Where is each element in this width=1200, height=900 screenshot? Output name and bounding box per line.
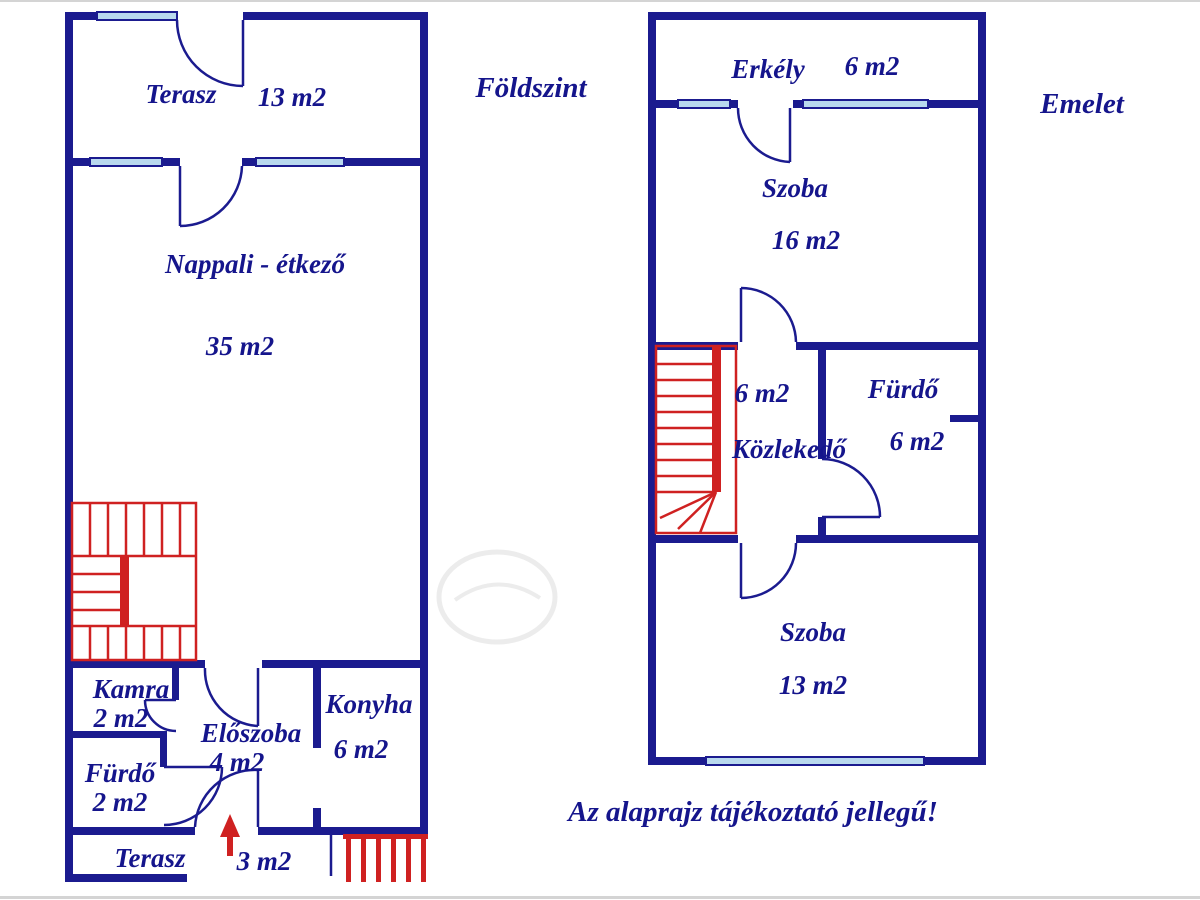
wall	[796, 535, 986, 543]
door-arc	[193, 768, 259, 828]
wall	[313, 660, 321, 748]
room-area-konyha: 6 m2	[334, 734, 389, 764]
wall	[796, 342, 986, 350]
room-label-nappali: Nappali - étkező	[164, 249, 346, 279]
window	[677, 99, 731, 109]
wall	[793, 100, 803, 108]
doors	[736, 107, 882, 600]
upper-floor-title: Emelet	[1039, 88, 1125, 120]
room-area-eloszoba: 4 m2	[209, 747, 265, 777]
entrance-arrow	[220, 814, 240, 856]
room-area-terasz-top: 13 m2	[258, 82, 326, 112]
door-arc	[179, 165, 244, 228]
room-label-szoba-16: Szoba	[762, 173, 828, 203]
window	[802, 99, 929, 109]
watermark	[436, 549, 558, 645]
wall	[65, 874, 187, 882]
wall	[818, 342, 826, 459]
upper-floor-plan: Erkély 6 m2 Szoba 16 m2 6 m2 Közlekedő F…	[648, 12, 986, 766]
stairs	[70, 501, 198, 662]
room-area-kozlekedo: 6 m2	[735, 378, 790, 408]
room-area-furdo-gf: 2 m2	[92, 787, 148, 817]
windows	[89, 11, 345, 167]
room-area-szoba-13: 13 m2	[779, 670, 847, 700]
room-label-kozlekedo: Közlekedő	[731, 434, 847, 464]
room-label-erkely: Erkély	[730, 54, 806, 84]
wall	[648, 12, 986, 20]
stairs-outline	[654, 344, 738, 535]
wall	[65, 827, 195, 835]
wall	[344, 158, 428, 166]
room-label-eloszoba: Előszoba	[200, 718, 302, 748]
stairs-outline	[70, 501, 198, 662]
door-arc	[143, 699, 177, 733]
room-labels: Terasz 13 m2 Nappali - étkező 35 m2 Kamr…	[84, 79, 413, 876]
room-label-terasz-top: Terasz	[145, 79, 217, 109]
room-area-szoba-16: 16 m2	[772, 225, 840, 255]
wall	[648, 100, 678, 108]
room-label-terasz-bottom: Terasz	[114, 843, 186, 873]
window	[96, 11, 178, 21]
wall	[924, 757, 986, 765]
windows	[677, 99, 929, 766]
railing-grate	[343, 834, 428, 882]
stairs	[654, 344, 738, 535]
wall	[243, 12, 428, 20]
stairs-newel-wall	[712, 346, 721, 492]
room-label-szoba-13: Szoba	[780, 617, 846, 647]
wall	[242, 158, 256, 166]
room-area-erkely: 6 m2	[845, 51, 900, 81]
room-labels: Erkély 6 m2 Szoba 16 m2 6 m2 Közlekedő F…	[730, 51, 944, 700]
room-label-kamra: Kamra	[92, 674, 170, 704]
wall	[65, 12, 73, 882]
room-label-furdo-em: Fürdő	[867, 374, 940, 404]
wall	[950, 415, 986, 422]
wall	[162, 158, 180, 166]
door-arc	[740, 286, 798, 343]
wall	[65, 12, 97, 20]
ground-floor-plan: Terasz 13 m2 Nappali - étkező 35 m2 Kamr…	[65, 11, 428, 882]
wall	[648, 535, 738, 543]
bottom-edge-line	[0, 896, 1200, 899]
wall	[648, 757, 706, 765]
ground-floor-title: Földszint	[474, 72, 587, 104]
room-area-nappali: 35 m2	[205, 331, 274, 361]
wall	[65, 731, 160, 738]
disclaimer-note: Az alaprajz tájékoztató jellegű!	[566, 796, 938, 828]
wall	[978, 12, 986, 765]
wall	[172, 660, 179, 700]
room-label-furdo-gf: Fürdő	[84, 758, 157, 788]
door-arc	[163, 766, 224, 827]
wall	[262, 660, 428, 668]
room-label-konyha: Konyha	[324, 689, 412, 719]
wall	[648, 12, 656, 765]
walls	[65, 12, 428, 882]
wall	[160, 731, 167, 767]
door-arc	[740, 542, 798, 600]
door-arc	[203, 667, 259, 728]
window	[255, 157, 345, 167]
door-arc	[821, 457, 882, 518]
door-arc	[175, 19, 244, 88]
wall	[258, 827, 428, 835]
room-area-kamra: 2 m2	[93, 703, 149, 733]
top-edge-line	[0, 0, 1200, 2]
room-area-terasz-bottom: 3 m2	[236, 846, 292, 876]
wall	[65, 158, 90, 166]
window	[705, 756, 925, 766]
window	[89, 157, 163, 167]
door-arc	[736, 107, 791, 164]
doors	[143, 19, 260, 828]
wall	[928, 100, 986, 108]
room-area-furdo-em: 6 m2	[890, 426, 945, 456]
wall	[313, 808, 321, 835]
wall	[420, 12, 428, 835]
wall	[730, 100, 738, 108]
stairs-newel-wall	[120, 556, 129, 626]
wall	[818, 517, 826, 543]
wall	[65, 660, 205, 668]
